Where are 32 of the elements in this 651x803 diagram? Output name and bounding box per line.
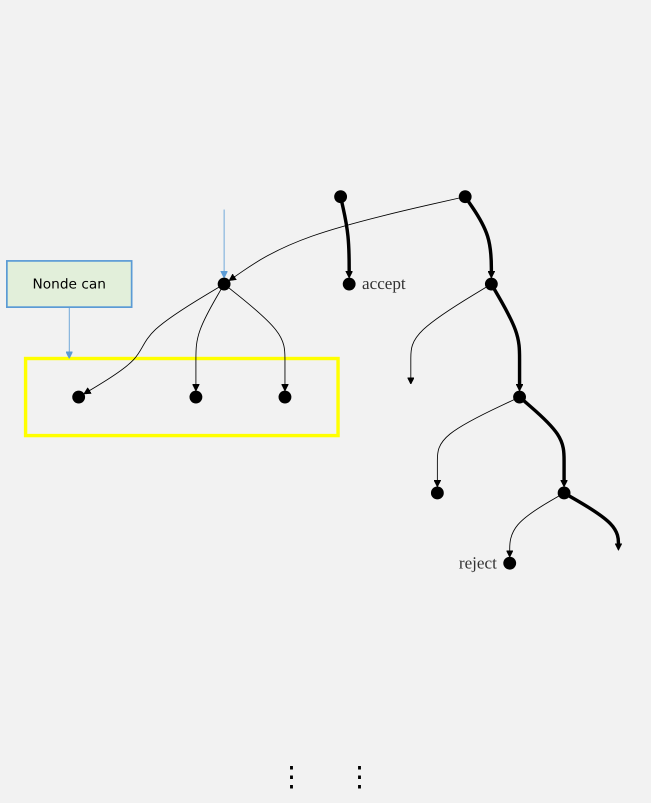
- arrow: [434, 399, 515, 488]
- node-caption: accept: [362, 274, 406, 294]
- arrow: [220, 209, 228, 278]
- tree-node-dot: [334, 190, 348, 204]
- tree-node-dot: [278, 390, 292, 404]
- cluster: [24, 356, 340, 438]
- arrow: [492, 288, 524, 392]
- tree-node-dot: [458, 190, 472, 204]
- arrow: [65, 306, 74, 359]
- tree-node-dot: [503, 556, 516, 570]
- tree-node-dot: [190, 390, 202, 404]
- arrow: [83, 286, 220, 394]
- tree-node-dot: [484, 278, 498, 291]
- node-caption: reject: [458, 553, 497, 572]
- tree-node-dot: [430, 486, 444, 500]
- tree-node-dot: [218, 278, 231, 291]
- arrow: [228, 287, 289, 392]
- arrow: [340, 202, 353, 278]
- tree-node-dot: [342, 278, 356, 291]
- arrow: [467, 200, 496, 278]
- arrow: [192, 288, 222, 392]
- callout-box: Nonde can: [6, 260, 132, 308]
- tree-node-dot: [513, 390, 526, 404]
- tree-node-dot: [72, 390, 86, 404]
- vertical-ellipsis: ⋮: [278, 761, 306, 794]
- vertical-ellipsis: ⋮: [346, 761, 374, 794]
- tree-node-dot: [558, 486, 570, 500]
- arrow: [228, 198, 460, 282]
- arrow: [407, 286, 487, 385]
- arrow: [568, 494, 622, 551]
- arrow: [522, 400, 568, 488]
- arrow: [506, 496, 560, 558]
